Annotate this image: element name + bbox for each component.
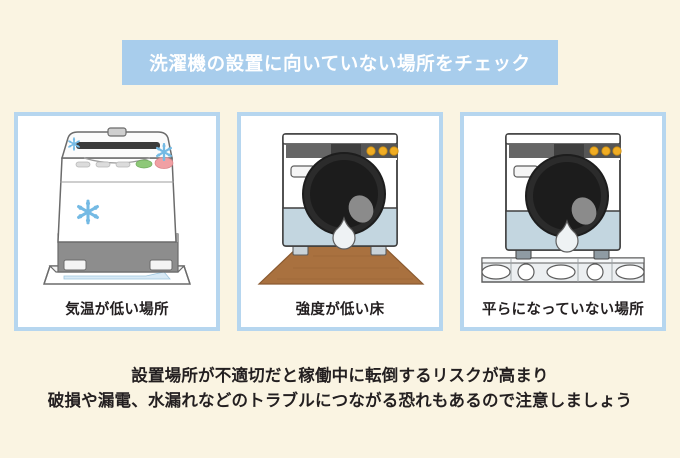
page-title: 洗濯機の設置に向いていない場所をチェック [149, 52, 531, 74]
panel-caption-low-temperature: 気温が低い場所 [65, 302, 169, 318]
footer-text: 設置場所が不適切だと稼働中に転倒するリスクが高まり 破損や漏電、水漏れなどのトラ… [0, 364, 680, 414]
illustration-top-load-washer-snow [18, 116, 216, 294]
washer-drum-door [302, 152, 386, 236]
panels-row: 気温が低い場所 [14, 112, 666, 331]
panel-caption-uneven-surface: 平らになっていない場所 [481, 302, 645, 318]
washer-control-buttons [75, 157, 174, 169]
panel-caption-weak-floor: 強度が低い床 [295, 302, 385, 318]
washer-filter-cover [555, 219, 579, 253]
footer-line-2: 破損や漏電、水漏れなどのトラブルにつながる恐れもあるので注意しましょう [47, 392, 633, 410]
wooden-floor [257, 243, 425, 285]
illustration-front-load-washer-wood-floor [241, 116, 439, 294]
washer-filter-cover [332, 216, 356, 250]
illustration-front-load-washer-concrete-blocks [464, 116, 662, 294]
washer-drum-door [525, 154, 609, 238]
washer-lid [60, 127, 173, 164]
concrete-blocks [481, 257, 645, 283]
footer-line-1: 設置場所が不適切だと稼働中に転倒するリスクが高まり [131, 367, 549, 385]
panel-weak-floor: 強度が低い床 [237, 112, 443, 331]
washer-cabinet [57, 157, 177, 243]
header-banner: 洗濯機の設置に向いていない場所をチェック [122, 40, 558, 85]
snowflake-icon [68, 137, 173, 225]
panel-low-temperature: 気温が低い場所 [14, 112, 220, 331]
panel-uneven-surface: 平らになっていない場所 [460, 112, 666, 331]
